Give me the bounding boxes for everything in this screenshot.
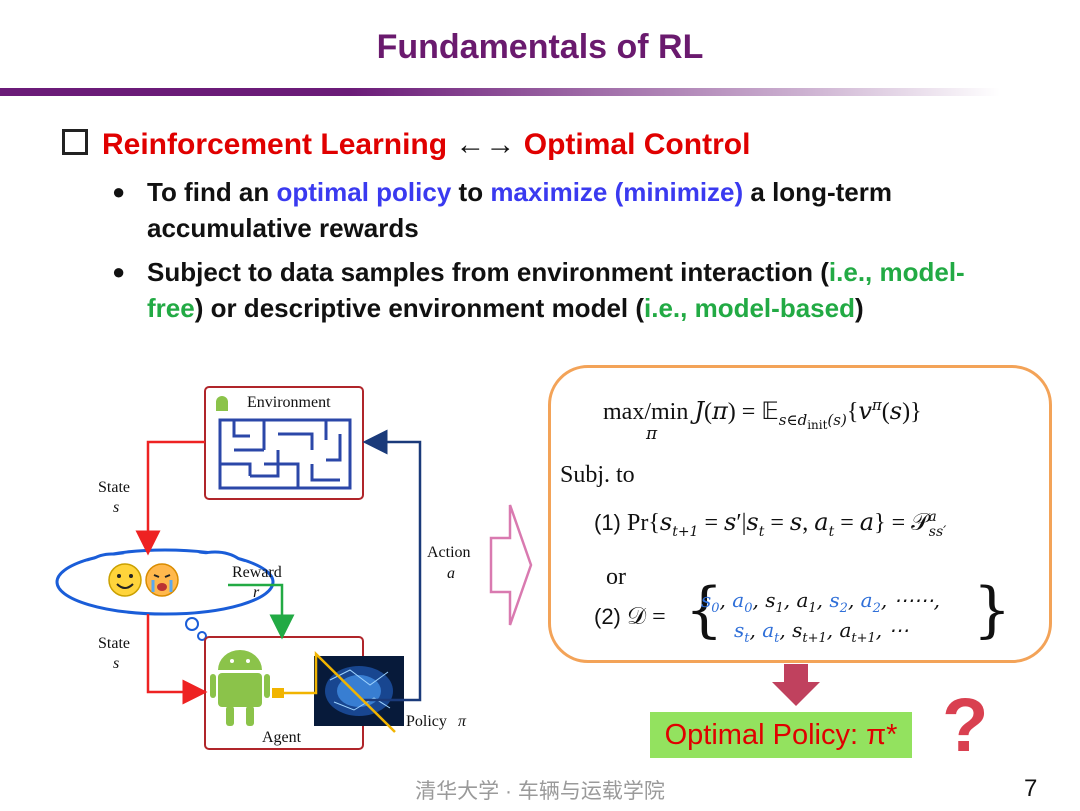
state-label-bottom: State <box>98 635 130 652</box>
down-arrow-icon <box>772 664 820 706</box>
page-number: 7 <box>1024 775 1038 802</box>
action-arrow <box>362 429 422 702</box>
bullet-dot-icon: ● <box>112 259 126 284</box>
objective-subscript: π <box>646 424 658 444</box>
section-heading: Reinforcement Learning ←→ Optimal Contro… <box>62 128 750 162</box>
heading-oc: Optimal Control <box>523 128 751 161</box>
bullet-dot-icon: ● <box>112 179 126 204</box>
checkbox-icon <box>62 129 88 155</box>
right-brace: } <box>973 575 1012 645</box>
policy-symbol: π <box>458 713 467 730</box>
reward-cloud <box>55 548 275 641</box>
bullet-2-model-free: i.e., model-free <box>147 257 965 323</box>
constraint-2: (2) 𝒟 = <box>594 604 666 630</box>
or-label: or <box>606 564 626 590</box>
state-symbol-top: s <box>113 499 119 516</box>
state-arrow-env-to-cloud <box>135 440 205 556</box>
bullet-1-text-b: to <box>451 177 491 207</box>
left-brace: { <box>685 575 724 645</box>
environment-label: Environment <box>247 394 331 411</box>
maze-icon <box>218 418 352 490</box>
objective-line: max/min J(π) = 𝔼s∈dinit(s){vπ(s)} <box>603 396 922 432</box>
title-underline <box>0 88 1000 96</box>
question-mark: ? <box>942 683 989 768</box>
optimization-formula-box: max/min J(π) = 𝔼s∈dinit(s){vπ(s)} π Subj… <box>548 365 1052 663</box>
double-arrow-icon: ←→ <box>455 128 516 161</box>
heading-rl: Reinforcement Learning <box>102 128 448 161</box>
bullet-1-optimal-policy: optimal policy <box>276 177 452 207</box>
dataset-row-2: st, at, st+1, at+1, ⋯ <box>734 618 909 646</box>
crying-face-icon <box>145 563 179 597</box>
bullet-1-text-a: To find an <box>147 177 277 207</box>
action-label: Action <box>427 544 471 561</box>
action-symbol: a <box>447 565 455 582</box>
bullet-2-text-b: ) or descriptive environment model ( <box>194 293 645 323</box>
policy-label: Policy <box>406 713 447 730</box>
reward-label: Reward <box>232 564 282 581</box>
right-arrow-icon <box>489 504 533 626</box>
state-label-top: State <box>98 479 130 496</box>
agent-label: Agent <box>262 729 302 746</box>
bullet-1-text-c: a long-term accumulative rewards <box>147 177 892 243</box>
reward-symbol: r <box>253 584 260 601</box>
slide-title: Fundamentals of RL <box>376 28 704 66</box>
reward-arrow <box>228 583 295 640</box>
constraint-1: (1) Pr{st+1 = s′|st = s, at = a} = 𝒫ass′ <box>594 508 947 540</box>
robot-icon <box>216 396 228 411</box>
bullet-2-text-a: Subject to data samples from environment… <box>147 257 829 287</box>
happy-face-icon <box>108 563 142 597</box>
android-robot-icon <box>210 650 270 726</box>
bullet-2-model-based: i.e., model-based <box>644 293 855 323</box>
constraint-1-label: (1) <box>594 510 621 535</box>
footer-institution: 清华大学 · 车辆与运载学院 <box>415 780 665 803</box>
state-symbol-bottom: s <box>113 655 119 672</box>
environment-box: Environment <box>204 386 364 500</box>
bullet-1-maximize: maximize (minimize) <box>490 177 744 207</box>
optimal-policy-box: Optimal Policy: π* <box>650 712 912 758</box>
rl-loop-diagram: Environment <box>55 386 471 750</box>
subject-to-label: Subj. to <box>560 462 635 488</box>
policy-arrow <box>284 651 396 733</box>
state-arrow-to-agent <box>146 614 208 705</box>
bullet-2-text-c: ) <box>854 293 864 323</box>
dataset-row-1: s0, a0, s1, a1, s2, a2, ⋯⋯, <box>701 588 940 616</box>
connector-icon <box>272 688 284 698</box>
constraint-2-label: (2) <box>594 604 621 629</box>
